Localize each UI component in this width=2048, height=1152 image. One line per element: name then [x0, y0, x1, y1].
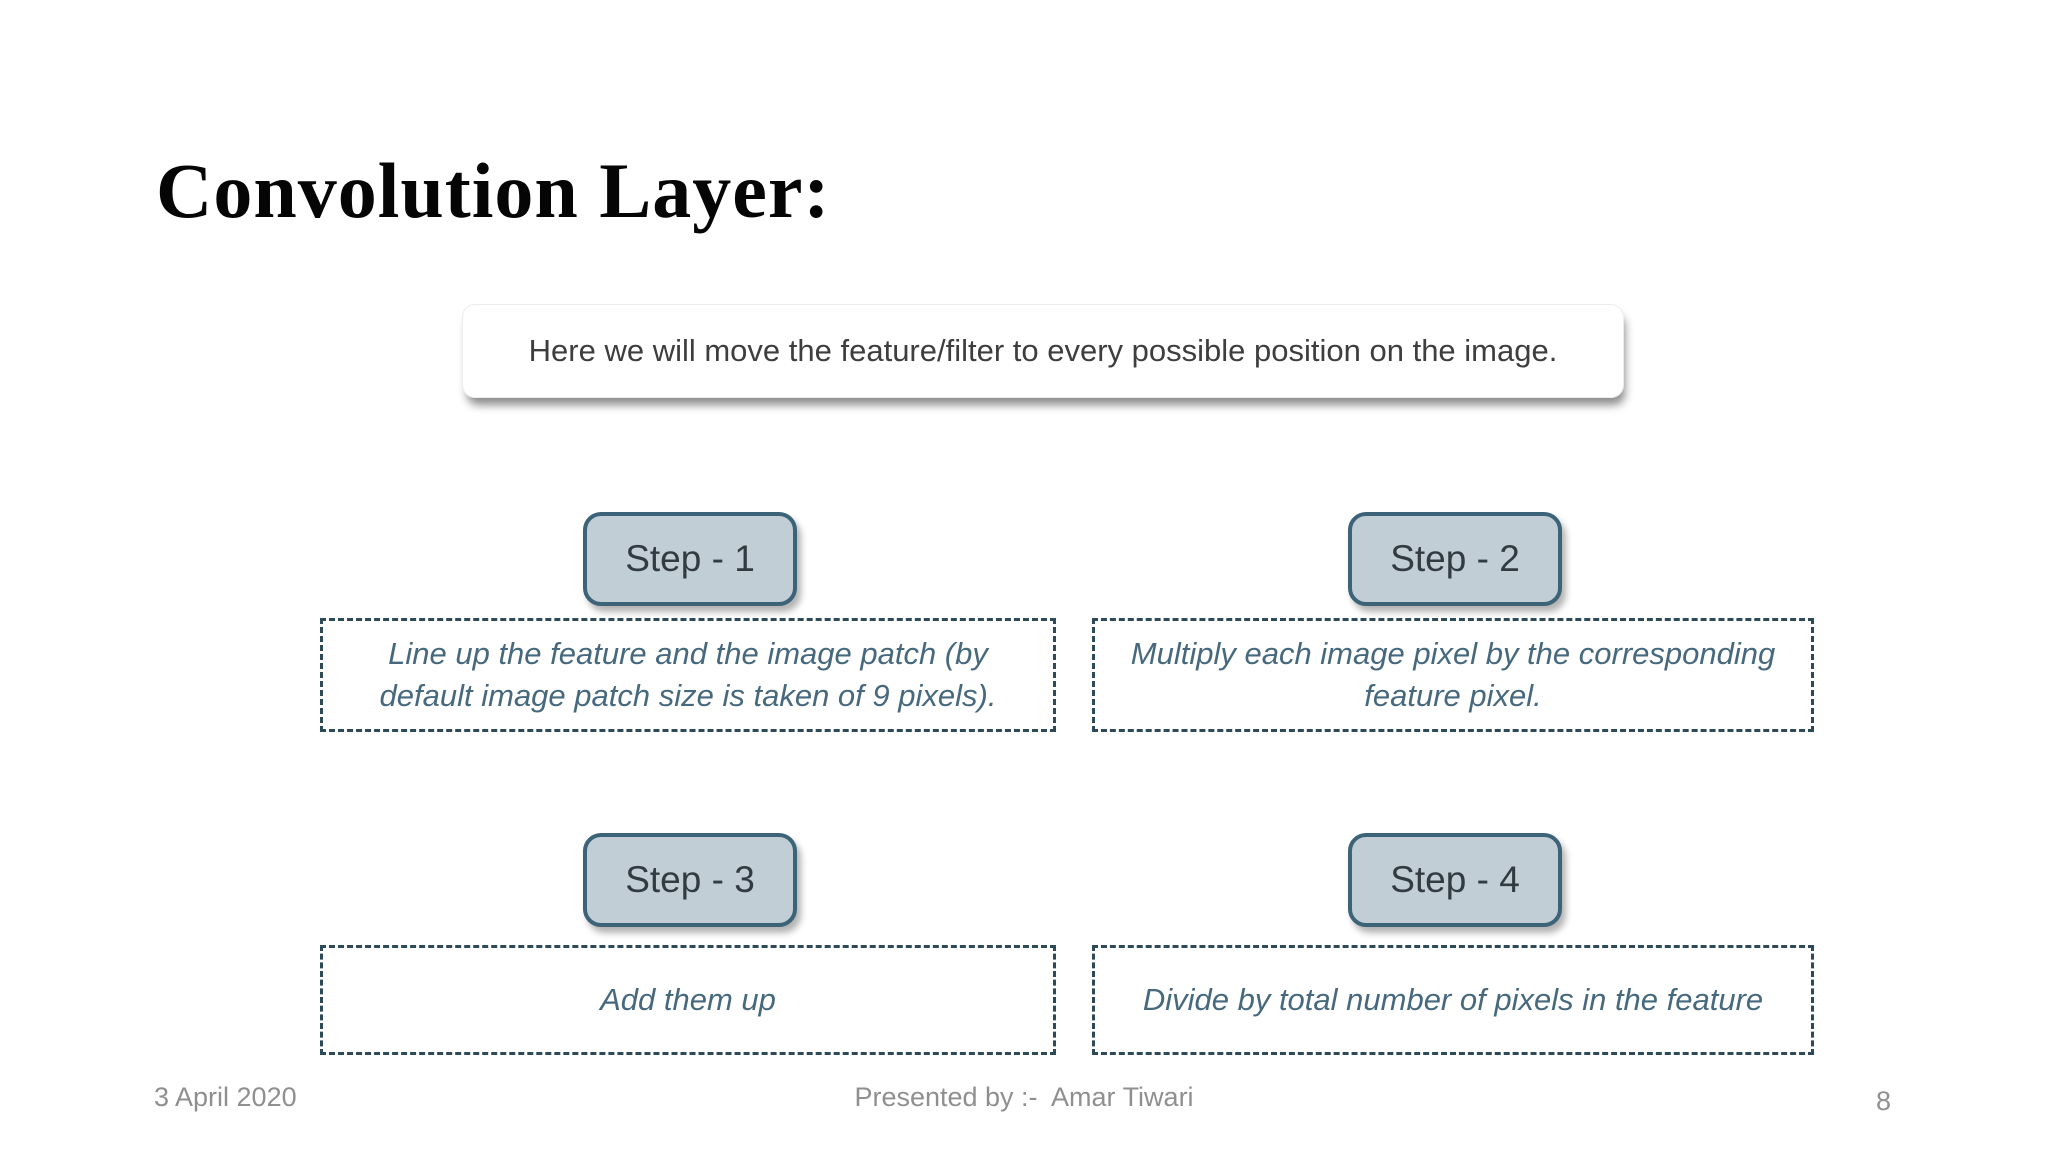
footer-presenter: Presented by :- Amar Tiwari — [854, 1082, 1194, 1112]
step-3-button: Step - 3 — [583, 833, 797, 927]
statement-text: Here we will move the feature/filter to … — [528, 333, 1558, 368]
footer-page-number: 8 — [1876, 1086, 1892, 1116]
statement-box: Here we will move the feature/filter to … — [462, 304, 1624, 398]
step-3-description-text: Add them up — [600, 981, 776, 1017]
step-1-description-box: Line up the feature and the image patch … — [320, 618, 1056, 732]
step-2-button: Step - 2 — [1348, 512, 1562, 606]
step-2-description-text: Multiply each image pixel by the corresp… — [1130, 635, 1776, 713]
page-title: Convolution Layer: — [156, 147, 831, 234]
step-4-description-text: Divide by total number of pixels in the … — [1142, 981, 1764, 1017]
step-3-description-box: Add them up — [320, 945, 1056, 1055]
footer-date: 3 April 2020 — [154, 1082, 297, 1112]
step-1-button: Step - 1 — [583, 512, 797, 606]
step-4-button: Step - 4 — [1348, 833, 1562, 927]
step-2-description-box: Multiply each image pixel by the corresp… — [1092, 618, 1814, 732]
step-4-description-box: Divide by total number of pixels in the … — [1092, 945, 1814, 1055]
step-1-description-text: Line up the feature and the image patch … — [379, 635, 997, 713]
